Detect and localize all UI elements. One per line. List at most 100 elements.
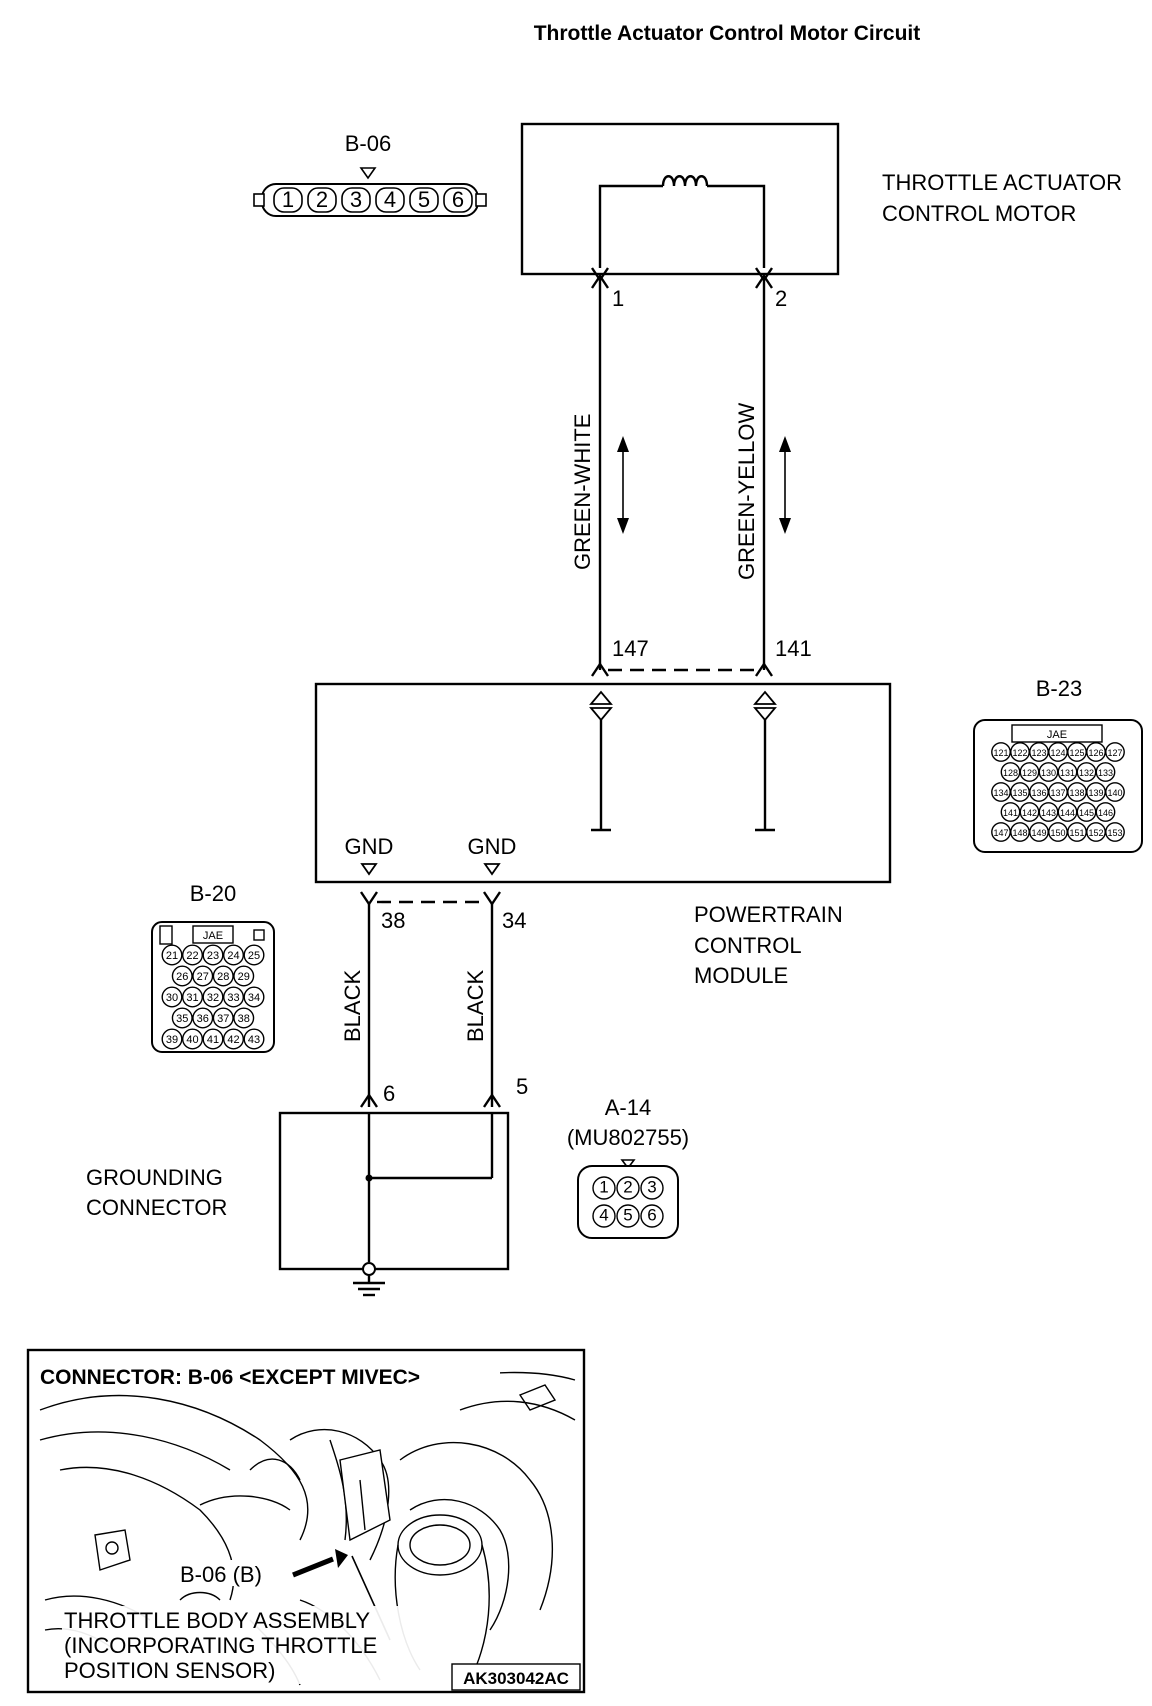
grounding-connector-box (278, 1111, 510, 1271)
terminal-arrow-icon (591, 273, 609, 289)
connector-b20-pin: 39 (166, 1034, 178, 1046)
current-arrow-icon (617, 436, 629, 534)
ground-pin-5: 5 (516, 1074, 528, 1099)
connector-b23-pin: 136 (1031, 788, 1046, 798)
wire-label-green-white: GREEN-WHITE (570, 414, 595, 570)
terminal-arrow-icon (755, 273, 773, 289)
connector-b20-pin: 22 (186, 950, 198, 962)
connector-a14-pin: 5 (623, 1206, 632, 1225)
connector-b20-pin: 30 (166, 992, 178, 1004)
pcm-label-line1: POWERTRAIN (694, 902, 843, 927)
photo-caption-line2: (INCORPORATING THROTTLE (64, 1633, 377, 1658)
connector-b23-brand: JAE (1047, 729, 1067, 741)
pcm-label-line2: CONTROL (694, 933, 802, 958)
connector-b06-pin: 5 (418, 187, 430, 212)
wire-label-black-right: BLACK (463, 970, 488, 1042)
ground-pin-6: 6 (383, 1081, 395, 1106)
connector-b20-pin: 24 (227, 950, 239, 962)
connector-b20-pin-shape (181, 944, 203, 966)
connector-a14-pin: 2 (623, 1178, 632, 1197)
connector-b20-pin: 26 (176, 971, 188, 983)
connector-b23-pin: 149 (1031, 828, 1046, 838)
wire-label-black-left: BLACK (340, 970, 365, 1042)
gnd-marker-icon (483, 863, 501, 876)
connector-b20-pin-shape (243, 944, 265, 966)
connector-b20-pin-shape (222, 944, 244, 966)
ground-symbol-icon (353, 1275, 385, 1297)
connector-b20-pin-shape (243, 1028, 265, 1050)
connector-b20-pin: 33 (227, 992, 239, 1004)
terminal-arrow-icon (483, 891, 501, 907)
connector-b23-pin: 125 (1069, 748, 1084, 758)
photo-code: AK303042AC (463, 1669, 569, 1688)
connector-location-photo: CONNECTOR: B-06 <EXCEPT MIVEC> B-06 (B) … (26, 1348, 586, 1694)
connector-b23-pin: 140 (1107, 788, 1122, 798)
connector-b20-pin-shape (202, 986, 224, 1008)
pcm-pin-147: 147 (612, 636, 649, 661)
photo-caption-line3: POSITION SENSOR) (64, 1658, 275, 1683)
connector-b23-pin: 141 (1003, 808, 1018, 818)
connector-b23-pin-shape (1105, 782, 1125, 802)
connector-b06-pin: 4 (384, 187, 396, 212)
connector-b06-pin: 6 (452, 187, 464, 212)
connector-b23-pin: 123 (1031, 748, 1046, 758)
connector-b20-pin-shape (161, 944, 183, 966)
diagram-title: Throttle Actuator Control Motor Circuit (534, 22, 921, 45)
pcm-pin-34: 34 (502, 908, 526, 933)
connector-b23-pin: 142 (1022, 808, 1037, 818)
connector-b23-pin: 128 (1003, 768, 1018, 778)
connector-b20-pin-shape (233, 1007, 255, 1029)
connector-b20-pin: 27 (197, 971, 209, 983)
connector-b20-pin: 35 (176, 1013, 188, 1025)
callout-arrow-icon (292, 1556, 334, 1578)
connector-b23-pin: 144 (1060, 808, 1075, 818)
connector-b23-pin: 122 (1012, 748, 1027, 758)
connector-b20-pin: 37 (217, 1013, 229, 1025)
connector-b23-pin: 121 (993, 748, 1008, 758)
connector-b23-id: B-23 (1036, 676, 1082, 701)
connector-b20-pin-shape (161, 1028, 183, 1050)
connector-b23-pin: 146 (1098, 808, 1113, 818)
connector-b23-pin: 134 (993, 788, 1008, 798)
connector-b23-pin: 138 (1069, 788, 1084, 798)
connector-b20-brand: JAE (203, 930, 223, 942)
connector-b20-pin-shape (171, 965, 193, 987)
current-arrow-icon (779, 436, 791, 534)
connector-b06-pin-shape (307, 187, 337, 213)
connector-b20-id: B-20 (190, 881, 236, 906)
connector-key-icon (620, 1159, 636, 1170)
connector-b23-pin: 143 (1041, 808, 1056, 818)
connector-a14-pin: 3 (647, 1178, 656, 1197)
connector-b20-pin-shape (222, 986, 244, 1008)
connector-b20-pin: 23 (207, 950, 219, 962)
connector-a14-part: (MU802755) (567, 1125, 689, 1150)
pcm-pin-38: 38 (381, 908, 405, 933)
connector-b20-pin-shape (212, 1007, 234, 1029)
connector-b20-pin-shape (222, 1028, 244, 1050)
motor-pin-1: 1 (612, 286, 624, 311)
connector-b20-pin: 42 (227, 1034, 239, 1046)
photo-callout: B-06 (B) (180, 1562, 262, 1587)
pcm-gnd-right: GND (468, 834, 517, 859)
connector-a14-pin-shape (640, 1204, 664, 1228)
connector-a14-pin: 4 (599, 1206, 608, 1225)
connector-b23-pin: 137 (1050, 788, 1065, 798)
connector-a14-pin-shape (616, 1176, 640, 1200)
connector-a14-pin-shape (616, 1204, 640, 1228)
motor-box (520, 122, 840, 276)
connector-b23-pin: 139 (1088, 788, 1103, 798)
connector-b23-pin: 132 (1079, 768, 1094, 778)
connector-b20-pin-shape (181, 986, 203, 1008)
connector-b06-pin: 2 (316, 187, 328, 212)
connector-a14-pin-shape (640, 1176, 664, 1200)
connector-a14-pin: 6 (647, 1206, 656, 1225)
connector-b20-pin: 43 (248, 1034, 260, 1046)
connector-b06-pin-shape (409, 187, 439, 213)
connector-b23-pin: 150 (1050, 828, 1065, 838)
photo-heading: CONNECTOR: B-06 <EXCEPT MIVEC> (40, 1366, 420, 1389)
connector-b20-pin-shape (202, 944, 224, 966)
connector-b20-pin: 36 (197, 1013, 209, 1025)
